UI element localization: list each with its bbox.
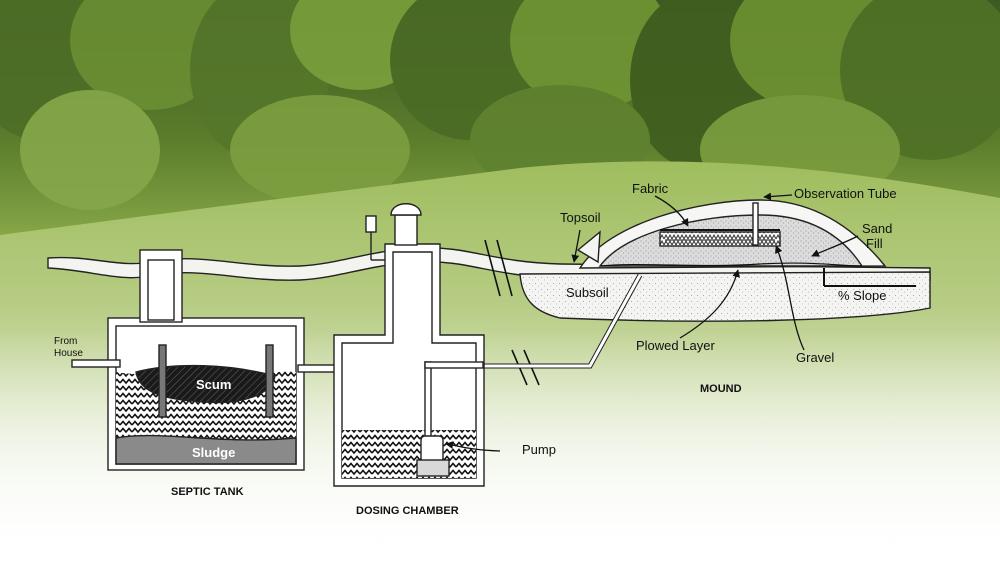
outlet-baffle [265, 344, 274, 418]
fabric-arrow [654, 195, 689, 227]
observation-tube [752, 202, 759, 246]
dosing-chamber-title: DOSING CHAMBER [356, 505, 459, 517]
pump-label: Pump [522, 442, 556, 457]
mound-title: MOUND [700, 383, 742, 395]
vent-cap [390, 203, 422, 216]
pump-base [416, 459, 450, 477]
pressure-line [480, 274, 642, 368]
slope-indicator [823, 268, 916, 287]
scum-label: Scum [196, 377, 231, 392]
pump-arrow [445, 441, 501, 452]
fabric-label: Fabric [632, 181, 669, 196]
topsoil-wedge [576, 230, 601, 264]
topsoil-arrow [571, 229, 581, 263]
vent-stack [394, 214, 418, 246]
dosing-liquid [342, 430, 476, 478]
septic-tank-title: SEPTIC TANK [171, 486, 244, 498]
tree-canopy [0, 0, 1000, 210]
plowed-layer-line [599, 262, 863, 267]
discharge-pipe [424, 361, 484, 369]
subsoil-label: Subsoil [566, 285, 609, 300]
alarm-float-box [365, 215, 377, 233]
gravel-bed [659, 231, 781, 247]
inlet-baffle [158, 344, 167, 418]
slope-label: % Slope [838, 288, 886, 303]
sludge-label: Sludge [192, 445, 235, 460]
topsoil-label: Topsoil [560, 210, 601, 225]
dosing-chamber [333, 203, 485, 487]
plowed-layer-arrow [679, 269, 740, 339]
pump-riser-pipe [424, 361, 432, 439]
sludge-layer [115, 434, 297, 465]
mound [578, 199, 887, 269]
gravel-arrow [775, 245, 805, 351]
leader-arrows [445, 192, 859, 452]
observation-tube-arrow [763, 192, 793, 201]
observation-tube-label: Observation Tube [794, 186, 897, 201]
gravel-label: Gravel [796, 350, 834, 365]
septic-tank [71, 249, 349, 471]
sand-fill-arrow [811, 235, 859, 257]
pump-body [420, 435, 444, 463]
plowed-layer-label: Plowed Layer [636, 338, 715, 353]
inlet-pipe [71, 359, 121, 368]
